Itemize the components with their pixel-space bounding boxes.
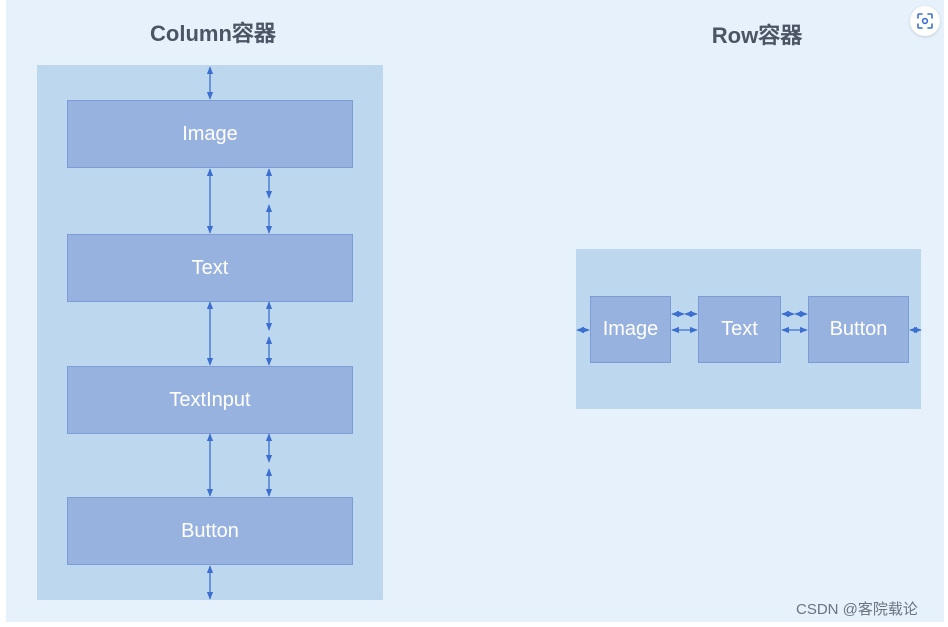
row-title: Row容器 — [711, 23, 803, 48]
column-item-textinput: TextInput — [67, 366, 353, 434]
column-title: Column容器 — [150, 21, 276, 46]
row-item-button: Button — [808, 296, 909, 363]
watermark: CSDN @客院载论 — [796, 601, 918, 618]
column-item-image: Image — [67, 100, 353, 168]
row-gap-arrows-1 — [671, 310, 698, 334]
column-item-button: Button — [67, 497, 353, 565]
column-item-text: Text — [67, 234, 353, 302]
screenshot-scan-button[interactable] — [910, 6, 940, 36]
row-item-image: Image — [590, 296, 671, 363]
row-gap-arrows-2 — [781, 310, 808, 334]
row-item-text: Text — [698, 296, 781, 363]
screenshot-scan-icon — [917, 13, 933, 29]
